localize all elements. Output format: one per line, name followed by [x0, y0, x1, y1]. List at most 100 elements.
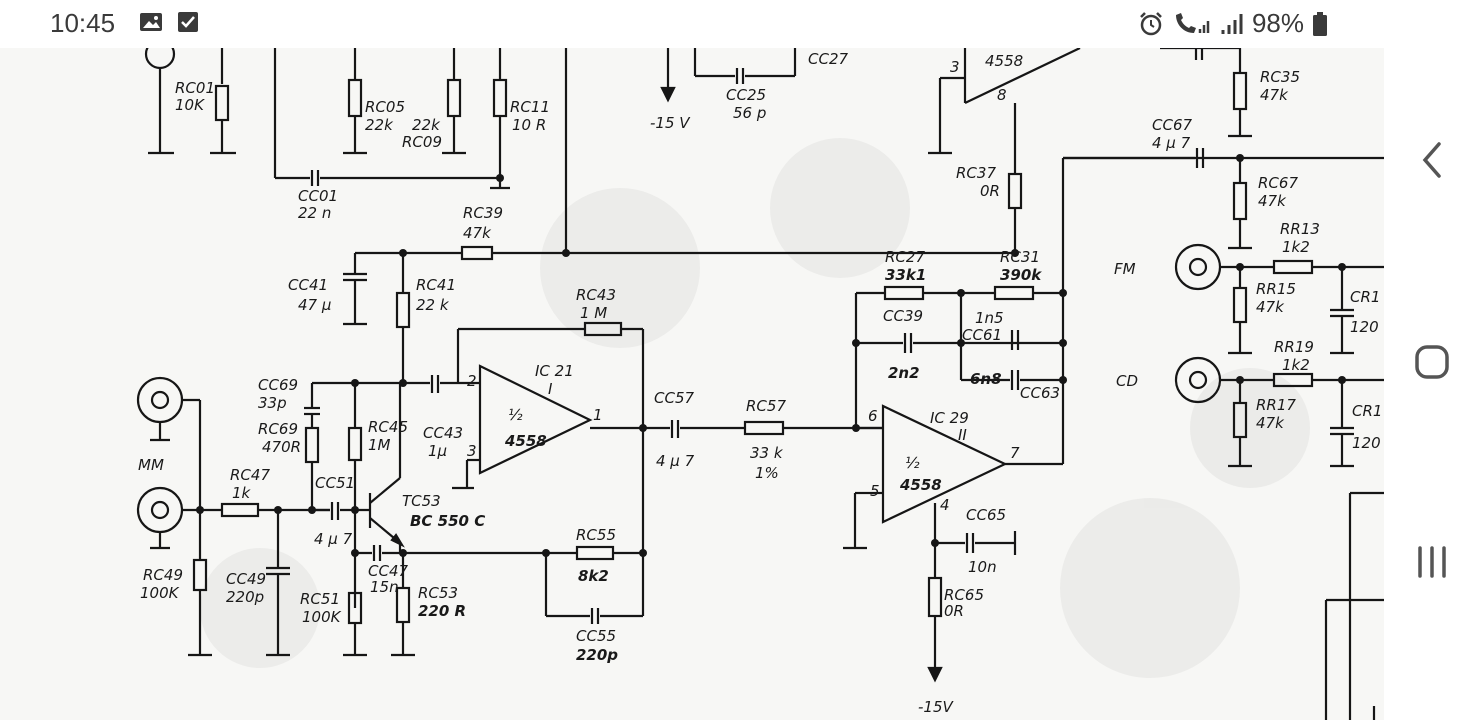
ic29-unit: II [958, 426, 967, 444]
cc55-value: 220p [576, 646, 618, 664]
ic21-label: IC 21 [535, 362, 574, 380]
rc11-value: 10 R [512, 116, 546, 134]
neg15-bottom-label: -15V [918, 698, 954, 716]
rc31-value: 390k [1000, 266, 1042, 284]
ic-top-pin3: 3 [950, 58, 960, 76]
rc45-label: RC45 [368, 418, 408, 436]
ic21-half: ½ [508, 406, 523, 424]
fm-input-label: FM [1114, 260, 1136, 278]
ic21-pin3: 3 [467, 442, 477, 460]
rc27-value: 33k1 [885, 266, 926, 284]
rr19-label: RR19 [1274, 338, 1314, 356]
alarm-icon [1138, 11, 1164, 37]
cc65-value: 10n [968, 558, 997, 576]
tc53-value: BC 550 C [410, 512, 485, 530]
status-bar: 10:45 98% [0, 0, 1384, 48]
junction-dots-3 [1236, 154, 1346, 384]
rc39-value: 47k [463, 224, 492, 242]
rc47-value: 1k [232, 484, 252, 502]
cc43-label: CC43 [423, 424, 463, 442]
ic21-pin1: 1 [593, 406, 603, 424]
rc05-value: 22k [365, 116, 394, 134]
cc51-value: 4 μ 7 [314, 530, 353, 548]
signal-icon [1220, 11, 1244, 37]
rc27-label: RC27 [885, 248, 925, 266]
rc65-value: 0R [944, 602, 964, 620]
rc39-label: RC39 [463, 204, 503, 222]
ic29-label: IC 29 [930, 409, 969, 427]
cc49-value: 220p [226, 588, 264, 606]
rc51-value: 100K [302, 608, 342, 626]
tc53-label: TC53 [402, 492, 441, 510]
rr19-value: 1k2 [1282, 356, 1310, 374]
rr15-value: 47k [1256, 298, 1285, 316]
recents-icon [1418, 546, 1446, 578]
rc01-label: RC01 [175, 79, 215, 97]
rc67-label: RC67 [1258, 174, 1298, 192]
cc41-label: CC41 [288, 276, 328, 294]
rc35-value: 47k [1260, 86, 1289, 104]
cr1b-value: 120 [1352, 434, 1381, 452]
ic29-pin5: 5 [870, 482, 880, 500]
recents-button[interactable] [1384, 522, 1480, 602]
rc69-value: 470R [262, 438, 301, 456]
back-button[interactable] [1384, 120, 1480, 200]
rc67-value: 47k [1258, 192, 1287, 210]
right-inputs-wiring [1063, 48, 1384, 720]
ic21-pin2: 2 [467, 372, 477, 390]
cc65-label: CC65 [966, 506, 1006, 524]
cc41-value: 47 μ [298, 296, 331, 314]
cc67-label: CC67 [1152, 116, 1192, 134]
rr13-label: RR13 [1280, 220, 1320, 238]
cc49-label: CC49 [226, 570, 266, 588]
cc69-value: 33p [258, 394, 287, 412]
ic29-half: ½ [905, 454, 920, 472]
rc43-label: RC43 [576, 286, 616, 304]
rr13-value: 1k2 [1282, 238, 1310, 256]
cc63-value: 6n8 [970, 370, 1002, 388]
cc67-value: 4 μ 7 [1152, 134, 1191, 152]
cc57-value: 4 μ 7 [656, 452, 695, 470]
cc61-value: 1n5 [975, 309, 1004, 327]
status-right: 98% [1138, 8, 1328, 39]
rc41-value: 22 k [416, 296, 450, 314]
top-left-network [144, 48, 797, 253]
ic29-pin4: 4 [940, 496, 950, 514]
rc57-tolerance: 1% [755, 464, 779, 482]
cc25-value: 56 p [733, 104, 766, 122]
rc01-value: 10K [175, 96, 205, 114]
ic-top-chip: 4558 [985, 52, 1023, 70]
cc01-value: 22 n [298, 204, 331, 222]
neg15-top-label: -15 V [650, 114, 691, 132]
checkbox-icon [177, 11, 199, 38]
rc55-label: RC55 [576, 526, 616, 544]
cc27-label: CC27 [808, 50, 848, 68]
cc43-value: 1μ [428, 442, 447, 460]
cc47-label: CC47 [368, 562, 408, 580]
home-button[interactable] [1384, 322, 1480, 402]
rc37-label: RC37 [956, 164, 996, 182]
rc49-label: RC49 [143, 566, 183, 584]
rc65-label: RC65 [944, 586, 984, 604]
rr17-label: RR17 [1256, 396, 1296, 414]
cr1a-value: 120 [1350, 318, 1379, 336]
cc63-label: CC63 [1020, 384, 1060, 402]
rc53-label: RC53 [418, 584, 458, 602]
cr1b-label: CR1 [1352, 402, 1382, 420]
rc57-value: 33 k [750, 444, 784, 462]
image-icon [139, 11, 163, 38]
cc51-label: CC51 [315, 474, 355, 492]
cc39-label: CC39 [883, 307, 923, 325]
junction-dots [196, 174, 860, 557]
rc37-value: 0R [980, 182, 1000, 200]
ic29-pin6: 6 [868, 407, 878, 425]
cc57-label: CC57 [654, 389, 694, 407]
rc53-value: 220 R [418, 602, 466, 620]
schematic-image[interactable]: RC01 10K RC05 22k 22k RC09 RC11 10 R CC0… [0, 48, 1384, 720]
rr17-value: 47k [1256, 414, 1285, 432]
ic-top-pin8: 8 [997, 86, 1007, 104]
rc57-label: RC57 [746, 397, 786, 415]
status-time: 10:45 [50, 8, 116, 38]
rc47-label: RC47 [230, 466, 270, 484]
first-stage-wiring [136, 245, 1015, 657]
